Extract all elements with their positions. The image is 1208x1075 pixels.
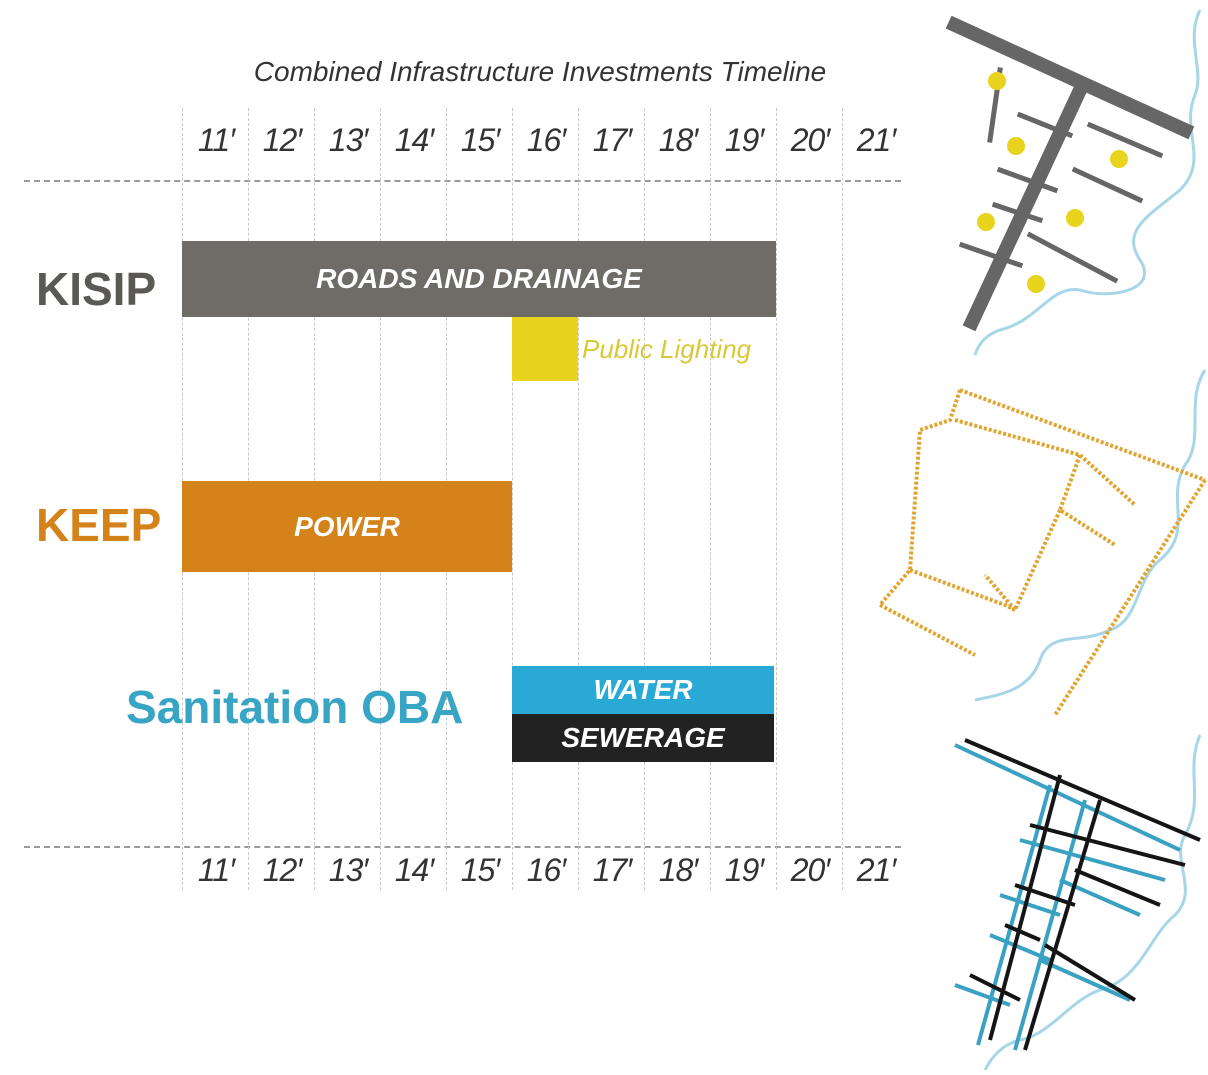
top-divider: [24, 180, 901, 182]
river-line: [973, 9, 1202, 356]
power-label: POWER: [294, 510, 400, 542]
roads-map: [945, 9, 1202, 356]
year-tick: 21′: [856, 852, 897, 888]
year-tick: 18′: [658, 852, 699, 888]
program-label-sanitation: Sanitation OBA: [126, 681, 464, 733]
sewerage-label: SEWERAGE: [561, 722, 725, 753]
program-label-keep: KEEP: [36, 499, 162, 551]
year-tick: 11′: [197, 852, 235, 888]
roads-drainage-label: ROADS AND DRAINAGE: [316, 263, 642, 294]
year-tick: 13′: [328, 122, 369, 158]
top-year-axis: 11′ 12′ 13′ 14′ 15′ 16′ 17′ 18′ 19′ 20′ …: [183, 122, 909, 162]
light-marker: [1027, 275, 1045, 293]
year-tick: 21′: [856, 122, 897, 158]
public-lighting-label: Public Lighting: [582, 334, 752, 364]
water-bar: WATER: [512, 666, 774, 714]
year-gridline: [512, 108, 513, 890]
light-marker: [988, 72, 1006, 90]
network-maps: [878, 9, 1207, 1071]
year-tick: 11′: [197, 122, 235, 158]
light-marker: [977, 213, 995, 231]
year-tick: 15′: [460, 852, 501, 888]
year-gridline: [842, 108, 843, 890]
power-map: [878, 369, 1207, 717]
year-tick: 17′: [592, 852, 633, 888]
public-lighting-bar: [512, 317, 578, 381]
year-tick: 20′: [790, 122, 831, 158]
power-bar: POWER: [182, 481, 512, 572]
sanitation-map: [954, 734, 1202, 1071]
year-gridline: [578, 108, 579, 890]
year-tick: 20′: [790, 852, 831, 888]
river-line: [983, 734, 1202, 1071]
light-marker: [1007, 137, 1025, 155]
year-tick: 19′: [724, 122, 765, 158]
year-tick: 16′: [526, 852, 567, 888]
river-line: [974, 369, 1207, 702]
year-tick: 15′: [460, 122, 501, 158]
water-label: WATER: [593, 674, 693, 705]
year-tick: 16′: [526, 122, 567, 158]
year-tick: 14′: [394, 122, 435, 158]
light-marker: [1066, 209, 1084, 227]
year-tick: 12′: [262, 122, 303, 158]
light-marker: [1110, 150, 1128, 168]
year-tick: 13′: [328, 852, 369, 888]
program-label-kisip: KISIP: [36, 263, 157, 315]
year-gridline: [710, 108, 711, 890]
year-tick: 14′: [394, 852, 435, 888]
year-tick: 18′: [658, 122, 699, 158]
year-gridline: [644, 108, 645, 890]
bottom-year-axis: 11′ 12′ 13′ 14′ 15′ 16′ 17′ 18′ 19′ 20′ …: [183, 852, 909, 892]
sewerage-bar: SEWERAGE: [512, 714, 774, 762]
year-tick: 17′: [592, 122, 633, 158]
year-gridline: [776, 108, 777, 890]
roads-drainage-bar: ROADS AND DRAINAGE: [182, 241, 776, 317]
chart-title: Combined Infrastructure Investments Time…: [253, 56, 827, 87]
bottom-divider: [24, 846, 901, 848]
year-tick: 12′: [262, 852, 303, 888]
year-tick: 19′: [724, 852, 765, 888]
